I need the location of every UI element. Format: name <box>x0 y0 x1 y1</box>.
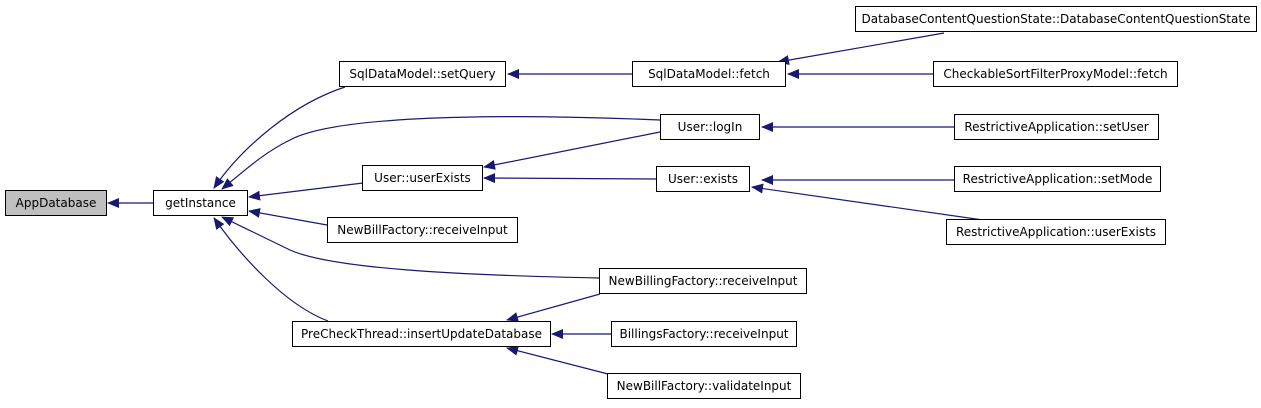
node-sql-data-model-fetch[interactable]: SqlDataModel::fetch <box>632 61 786 87</box>
edge-login-getinstance <box>221 116 661 190</box>
edge-newbillingreceive-precheck <box>506 293 601 322</box>
node-restrictive-application-set-mode[interactable]: RestrictiveApplication::setMode <box>954 166 1161 192</box>
edge-dbstate-fetch <box>777 32 945 66</box>
edge-userexists-getinstance <box>248 182 364 201</box>
node-new-bill-factory-receive-input[interactable]: NewBillFactory::receiveInput <box>327 217 518 243</box>
node-database-content-question-state[interactable]: DatabaseContentQuestionState::DatabaseCo… <box>855 6 1257 32</box>
node-user-login[interactable]: User::logIn <box>660 114 760 140</box>
edge-setquery-getinstance <box>213 86 346 189</box>
node-user-user-exists[interactable]: User::userExists <box>362 165 483 191</box>
node-get-instance[interactable]: getInstance <box>153 190 248 216</box>
node-precheck-thread-insert-update-database[interactable]: PreCheckThread::insertUpdateDatabase <box>292 321 551 347</box>
edge-exists-userexists <box>483 173 657 184</box>
node-restrictive-application-set-user[interactable]: RestrictiveApplication::setUser <box>954 114 1159 140</box>
node-restrictive-application-user-exists[interactable]: RestrictiveApplication::userExists <box>946 219 1166 245</box>
edge-newbillvalidate-precheck <box>506 345 609 375</box>
node-sql-set-query[interactable]: SqlDataModel::setQuery <box>339 61 506 87</box>
node-checkable-sort-filter-proxy-model-fetch[interactable]: CheckableSortFilterProxyModel::fetch <box>933 61 1178 87</box>
node-user-exists[interactable]: User::exists <box>656 166 750 192</box>
edge-rauserexists-exists <box>751 183 984 221</box>
edge-newbillreceive-getinstance <box>248 208 328 226</box>
node-new-bill-factory-validate-input[interactable]: NewBillFactory::validateInput <box>607 373 801 399</box>
node-app-database: AppDatabase <box>5 190 107 216</box>
edge-newbillingreceive-getinstance <box>221 216 600 279</box>
edge-login-userexists <box>483 131 661 170</box>
node-new-billing-factory-receive-input[interactable]: NewBillingFactory::receiveInput <box>599 268 807 294</box>
edge-precheck-getinstance <box>213 217 329 322</box>
node-billings-factory-receive-input[interactable]: BillingsFactory::receiveInput <box>611 321 797 347</box>
